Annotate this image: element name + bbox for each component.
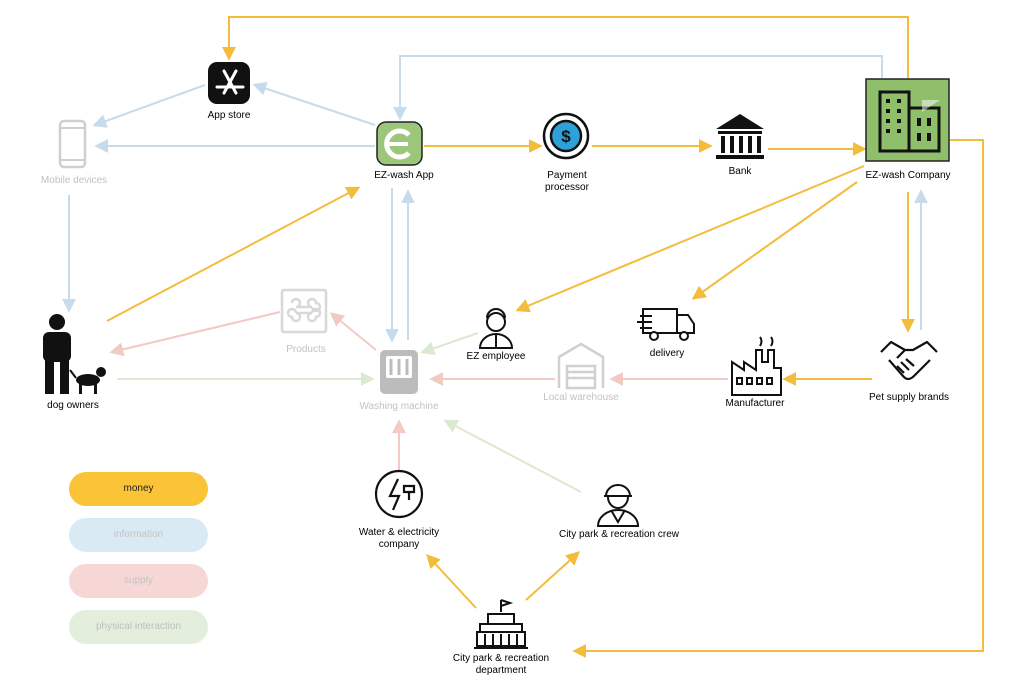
app-store-icon: [208, 62, 250, 104]
legend-information-label: information: [113, 529, 164, 540]
park-crew-icon: [596, 484, 640, 527]
ez-wash-company-icon: [865, 78, 950, 162]
supply-washer-to-products: [329, 312, 377, 351]
phys-employee-to-washer: [420, 332, 479, 355]
products-icon: [280, 288, 328, 334]
manufacturer-label: Manufacturer: [725, 398, 785, 409]
washing-machine-icon: [380, 350, 418, 394]
bank-icon: [716, 114, 764, 159]
handshake-icon: [880, 340, 938, 381]
supply-products-to-dogowners: [109, 311, 281, 357]
legend-money-label: money: [123, 483, 154, 494]
payment-processor-icon: $: [542, 112, 590, 160]
money-company-to-appstore: [222, 16, 909, 78]
payment-processor-label: Payment processor: [545, 170, 589, 193]
legend-money: money: [69, 472, 208, 506]
products-label: Products: [286, 344, 326, 355]
ez-employee-icon: [478, 308, 514, 349]
local-warehouse-label: Local warehouse: [543, 392, 619, 403]
bank-label: Bank: [728, 166, 752, 177]
mobile-devices-label: Mobile devices: [40, 175, 108, 186]
legend-information: information: [69, 518, 208, 552]
svg-text:$: $: [561, 127, 571, 146]
park-department-icon: [474, 599, 528, 649]
washing-machine-label: Washing machine: [359, 401, 439, 412]
ez-wash-company-label: EZ-wash Company: [865, 170, 951, 181]
dog-owner-icon: [43, 314, 106, 394]
money-company-to-delivery: [691, 181, 858, 300]
mobile-device-icon: [58, 119, 87, 169]
money-dogowners-to-app: [106, 186, 361, 322]
park-department-label: City park & recreation department: [452, 653, 550, 676]
legend-supply: supply: [69, 564, 208, 598]
money-company-to-employee: [515, 165, 865, 313]
legend-physical-label: physical interaction: [95, 621, 182, 632]
money-department-to-water: [426, 553, 477, 609]
info-appstore-to-mobile: [92, 84, 206, 128]
dog-owners-label: dog owners: [47, 400, 99, 411]
park-crew-label: City park & recreation crew: [558, 529, 680, 540]
ez-wash-app-label: EZ-wash App: [374, 170, 434, 181]
delivery-label: delivery: [649, 348, 685, 359]
water-electricity-icon: [374, 469, 424, 519]
water-electricity-label: Water & electricity company: [358, 527, 440, 550]
info-app-to-appstore: [252, 81, 376, 126]
pet-supply-brands-label: Pet supply brands: [868, 392, 950, 403]
legend-supply-label: supply: [124, 575, 153, 586]
ez-employee-label: EZ employee: [466, 351, 526, 362]
delivery-icon: [637, 308, 695, 341]
info-company-to-app: [393, 55, 883, 121]
phys-crew-to-washer: [443, 419, 582, 493]
money-company-to-department: [572, 139, 984, 658]
manufacturer-icon: [731, 336, 782, 396]
ez-wash-app-icon: [376, 121, 423, 166]
legend-physical-interaction: physical interaction: [69, 610, 208, 644]
local-warehouse-icon: [557, 342, 605, 390]
money-department-to-crew: [525, 551, 581, 601]
app-store-label: App store: [207, 110, 251, 121]
